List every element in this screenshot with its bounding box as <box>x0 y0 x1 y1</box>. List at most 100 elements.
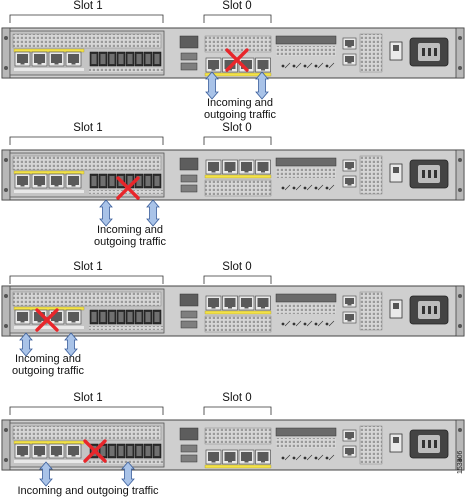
slot1-label: Slot 1 <box>73 0 102 12</box>
slot0-vent-mesh <box>204 315 272 333</box>
status-led-label <box>306 320 313 327</box>
screw-icon <box>458 294 462 298</box>
slot1-copper-port-tab <box>20 320 25 323</box>
status-led-icon <box>314 322 318 326</box>
slot1-copper-port-tab <box>54 454 59 457</box>
slot0-label: Slot 0 <box>222 261 251 273</box>
slot1-copper-port-socket <box>34 312 45 321</box>
slot1-bracket <box>9 275 164 284</box>
usb-port <box>180 320 198 329</box>
slot1-copper-leds <box>14 326 84 329</box>
traffic-arrow-icon <box>19 332 33 357</box>
slot0-label: Slot 0 <box>222 392 251 404</box>
slot1-copper-port-tab <box>71 184 76 187</box>
chassis-right-ear <box>455 149 465 201</box>
slot0-port-socket <box>257 60 269 69</box>
usb-port <box>180 174 198 183</box>
slot0-bracket <box>203 136 272 145</box>
slot0-port-socket <box>257 452 269 461</box>
console-port <box>179 427 199 441</box>
status-mesh <box>276 46 336 56</box>
slot1-sfp-port-inner <box>154 54 160 64</box>
slot1-sfp-port-inner <box>154 312 160 322</box>
chassis-right-ear <box>455 285 465 337</box>
status-led-icon <box>325 456 329 460</box>
traffic-label: Incoming and <box>97 224 163 236</box>
screw-icon <box>4 294 8 298</box>
slot0-port-socket <box>224 298 236 307</box>
chassis-left-ear <box>1 27 11 79</box>
right-vent-mesh <box>359 155 383 195</box>
slot1-bracket <box>9 14 164 23</box>
traffic-label-line2: outgoing traffic <box>12 365 84 377</box>
screw-icon <box>458 458 462 462</box>
status-led-icon <box>303 456 307 460</box>
status-mesh <box>276 168 336 178</box>
slot1-copper-leds <box>14 68 84 71</box>
slot1-sfp-port-inner <box>127 54 133 64</box>
console-port <box>179 157 199 171</box>
slot1-sfp-port-inner <box>127 446 133 456</box>
status-led-icon <box>303 322 307 326</box>
slot1-copper-port-tab <box>37 454 42 457</box>
slot1-sfp-port-inner <box>109 312 115 322</box>
slot0-bracket <box>203 406 272 415</box>
traffic-arrow-icon <box>205 71 219 100</box>
slot0-port-socket <box>224 452 236 461</box>
status-led-icon <box>281 64 285 68</box>
mgmt-port-socket <box>345 298 354 304</box>
slot0-highlight <box>204 310 272 315</box>
slot1-sfp-port-inner <box>118 446 124 456</box>
power-switch-rocker <box>393 303 399 309</box>
mgmt-port-tab <box>347 183 352 186</box>
usb-port <box>180 52 198 61</box>
failure-x-icon-stroke-b <box>225 48 249 72</box>
status-led-label <box>284 62 291 69</box>
slot0-vent-mesh <box>204 179 272 197</box>
slot1-label: Slot 1 <box>73 392 102 404</box>
status-led-label <box>284 184 291 191</box>
slot0-port-socket <box>241 162 252 171</box>
power-inlet-pin <box>422 48 425 56</box>
slot0-port-socket <box>241 452 252 461</box>
slot1-copper-highlight <box>13 440 85 445</box>
slot1-copper-port-socket <box>68 446 79 455</box>
status-led-icon <box>292 186 296 190</box>
slot0-port-tab <box>228 170 232 173</box>
slot0-bracket <box>203 275 272 284</box>
usb-port <box>180 62 198 71</box>
slot1-copper-port-socket <box>51 312 62 321</box>
slot1-sfp-port-inner <box>136 54 142 64</box>
status-led-label <box>284 454 291 461</box>
status-led-icon <box>281 456 285 460</box>
slot1-copper-port-tab <box>71 454 76 457</box>
status-led-label <box>328 184 335 191</box>
power-inlet-pin <box>428 170 431 178</box>
usb-port <box>180 310 198 319</box>
status-led-label <box>317 454 324 461</box>
power-switch-rocker <box>393 45 399 51</box>
slot0-label: Slot 0 <box>222 0 251 12</box>
mgmt-port-socket <box>345 314 354 320</box>
slot0-port-socket <box>208 452 219 461</box>
slot1-sfp-port-inner <box>145 176 151 186</box>
slot1-copper-port-socket <box>68 54 79 63</box>
status-led-icon <box>325 64 329 68</box>
slot0-port-tab <box>211 306 216 309</box>
traffic-label: Incoming and outgoing traffic <box>17 485 159 497</box>
traffic-label-line2: outgoing traffic <box>94 236 166 248</box>
screw-icon <box>4 66 8 70</box>
slot1-vent-mesh <box>12 425 162 441</box>
power-switch-rocker <box>393 437 399 443</box>
power-inlet-pin <box>434 170 437 178</box>
slot1-sfp-port-inner <box>145 54 151 64</box>
slot0-vent-mesh <box>204 35 272 53</box>
slot0-port-tab <box>211 68 216 71</box>
slot1-sfp-port-inner <box>109 446 115 456</box>
status-led-icon <box>325 322 329 326</box>
slot1-sfp-port-inner <box>136 312 142 322</box>
slot0-port-tab <box>244 306 249 309</box>
power-inlet-pin <box>422 306 425 314</box>
